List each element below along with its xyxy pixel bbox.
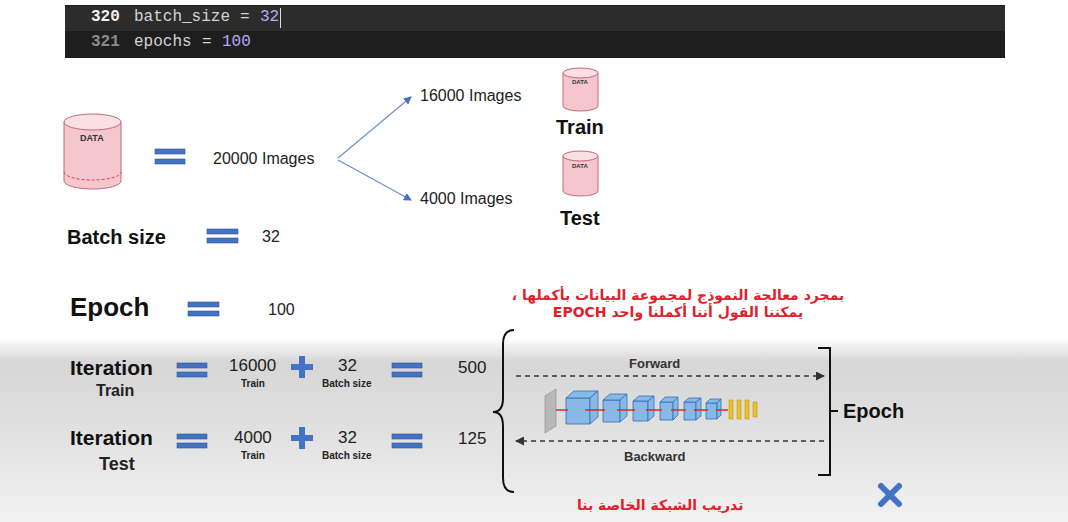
value: 32 xyxy=(262,227,280,246)
forward-arrow xyxy=(516,375,824,376)
text-cursor xyxy=(280,8,281,28)
cylinder-body xyxy=(563,156,598,196)
cylinder-shape xyxy=(562,67,599,112)
plus-signs xyxy=(291,356,313,449)
code-band: 320 batch_size = 32 321 epochs = 100 xyxy=(65,5,1005,58)
value: 16000 xyxy=(229,356,276,376)
term-name: Iteration xyxy=(70,355,153,380)
cylinder-body xyxy=(64,122,121,189)
value-caption: Train xyxy=(241,378,265,390)
image-count: 16000 Images xyxy=(420,86,521,105)
epoch-bracket xyxy=(818,348,838,475)
cylinder-shape xyxy=(63,113,122,190)
value: 4000 xyxy=(234,428,272,448)
term-subscript: Test xyxy=(99,454,135,476)
value-caption: Batch size xyxy=(322,378,371,390)
arrow-label: Forward xyxy=(629,356,680,372)
curly-brace xyxy=(493,330,514,492)
result: 125 xyxy=(458,429,486,449)
database-cylinder: DATA Test xyxy=(550,149,610,231)
cylinder-label: DATA xyxy=(572,79,588,86)
database-cylinder: DATA Train xyxy=(550,66,610,142)
value: 32 xyxy=(338,356,357,376)
cnn-illustration xyxy=(545,389,757,433)
equals-signs xyxy=(155,149,422,448)
term-name: Iteration xyxy=(70,425,153,450)
value-caption: Batch size xyxy=(322,450,371,462)
line-number: 320 xyxy=(91,8,120,27)
code-token: = xyxy=(240,8,250,27)
cylinder-top xyxy=(563,68,598,78)
code-number: 32 xyxy=(260,8,279,27)
image-count: 20000 Images xyxy=(213,149,314,168)
database-cylinder: DATA xyxy=(62,112,122,190)
term-name: Batch size xyxy=(67,225,166,249)
backward-arrow xyxy=(516,440,824,441)
cylinder-label: DATA xyxy=(572,163,588,170)
cross-mark xyxy=(881,486,899,504)
term-subscript: Train xyxy=(96,381,134,400)
term-name: Epoch xyxy=(70,292,149,323)
value: 100 xyxy=(268,300,295,319)
video-overlay-band xyxy=(0,338,1068,522)
code-token: epochs xyxy=(134,33,192,52)
dataset-name: Train xyxy=(556,115,604,139)
cylinder-top xyxy=(563,151,598,161)
code-number: 100 xyxy=(222,33,251,52)
cylinder-dash xyxy=(64,172,121,180)
arabic-note: تدريب الشبكة الخاصة بنا xyxy=(577,497,743,514)
value: 32 xyxy=(338,428,357,448)
value-caption: Train xyxy=(241,450,265,462)
dataset-name: Test xyxy=(560,206,600,230)
cylinder-label: DATA xyxy=(80,133,104,144)
code-token: batch_size xyxy=(134,8,230,27)
image-count: 4000 Images xyxy=(420,189,513,208)
split-arrow xyxy=(338,97,411,158)
cylinder-shape xyxy=(562,150,599,197)
split-arrow xyxy=(338,160,411,200)
bracket-label: Epoch xyxy=(843,399,904,423)
arabic-note: بمجرد معالجة النموذج لمجموعة البيانات بأ… xyxy=(498,287,858,321)
line-number: 321 xyxy=(91,33,120,52)
code-token: = xyxy=(202,33,212,52)
cylinder-top xyxy=(64,114,121,130)
cylinder-body xyxy=(563,73,598,111)
result: 500 xyxy=(458,358,486,378)
arrow-label: Backward xyxy=(624,449,685,465)
